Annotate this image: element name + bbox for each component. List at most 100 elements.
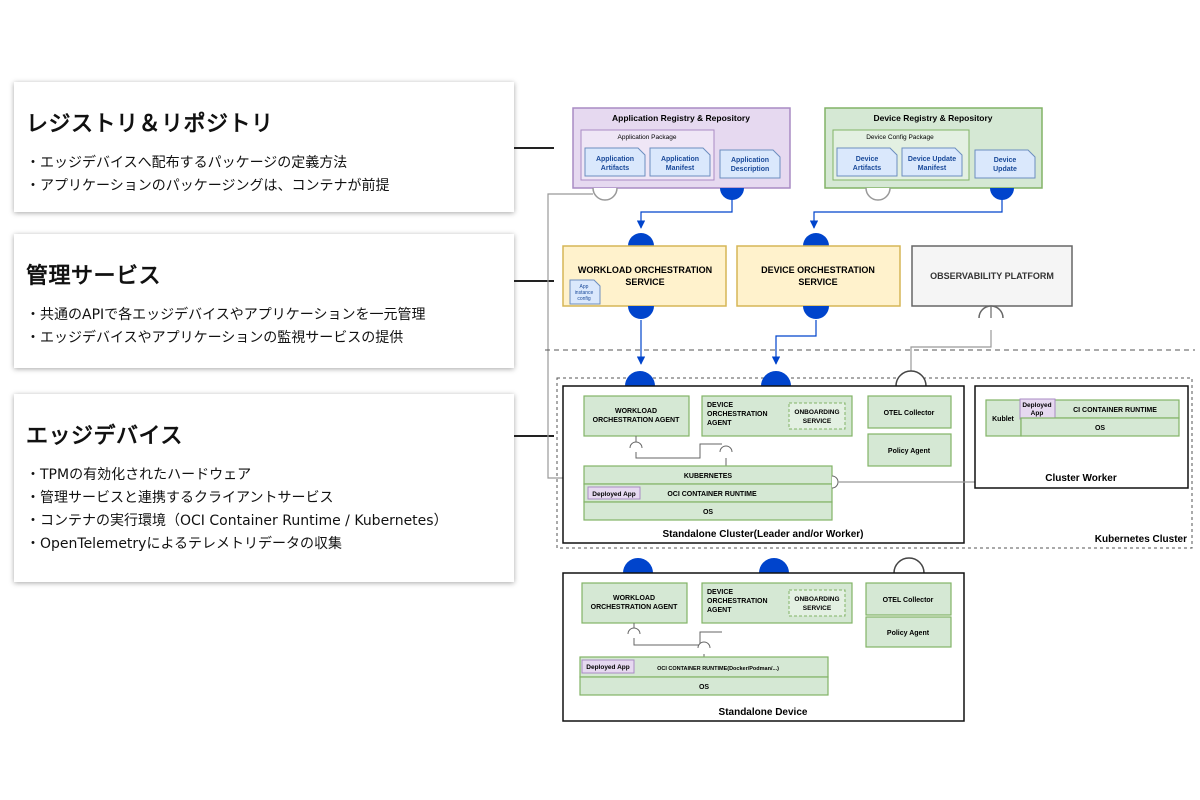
panel-edge-device: エッジデバイス TPMの有効化されたハードウェア 管理サービスと連携するクライア… [14, 394, 514, 582]
app-package-label: Application Package [618, 134, 677, 141]
device-artifacts-doc [836, 147, 898, 177]
kublet-label: Kublet [992, 416, 1014, 423]
doc-label: Manifest [918, 165, 947, 172]
doc-label: Application [661, 156, 699, 163]
doc-label: Description [731, 166, 770, 173]
workload-orchestration-agent [581, 582, 688, 624]
doc-label: App [580, 284, 589, 290]
port-provided [628, 306, 654, 319]
agent-label: WORKLOAD [613, 595, 655, 602]
deployed-app-label: Deployed App [586, 664, 629, 671]
device-package-label: Device Config Package [866, 134, 934, 141]
link [635, 443, 722, 459]
agent-label: DEVICE [707, 402, 733, 409]
port-required [697, 641, 711, 649]
panel-title: エッジデバイス [26, 424, 183, 449]
port-provided [761, 371, 791, 386]
port-required [895, 370, 927, 387]
workload-orchestration-agent [583, 395, 690, 437]
deployed-app-label: Deployed [1022, 402, 1051, 409]
agent-label: DEVICE [707, 589, 733, 596]
agent-label: ORCHESTRATION AGENT [593, 417, 680, 424]
panel-item: OpenTelemetryによるテレメトリデータの収集 [26, 533, 514, 556]
doc-label: Artifacts [853, 165, 882, 172]
deployed-app-label: Deployed App [592, 491, 635, 498]
device-manifest-doc [901, 147, 963, 177]
os-layer [579, 676, 829, 696]
doc-label: Device [856, 156, 879, 163]
service-label: OBSERVABILITY PLATFORM [930, 271, 1054, 281]
port-required [893, 557, 925, 574]
app-manifest-doc [649, 147, 711, 177]
agent-label: ORCHESTRATION AGENT [591, 604, 678, 611]
device-registry-title: Device Registry & Repository [873, 113, 992, 123]
service-label: DEVICE ORCHESTRATION [761, 265, 875, 275]
panel-item: アプリケーションのパッケージングは、コンテナが前提 [26, 175, 514, 198]
port-provided [803, 306, 829, 319]
os-label: OS [699, 684, 709, 691]
port-required [592, 187, 618, 201]
link-otel-to-observability [910, 330, 992, 376]
deployed-app [587, 486, 641, 500]
doc-label: Artifacts [601, 165, 630, 172]
policy-label: Policy Agent [888, 448, 931, 455]
os-label: OS [703, 509, 713, 516]
panel-item: 管理サービスと連携するクライアントサービス [26, 487, 514, 510]
port-provided [990, 188, 1014, 200]
device-orchestration-service [736, 245, 901, 307]
connector-line [514, 147, 554, 149]
os-label: OS [1095, 425, 1105, 432]
port-provided [625, 371, 655, 386]
runtime-label: OCI CONTAINER RUNTIME(Docker/Podman/...) [657, 666, 779, 672]
app-artifacts-doc [584, 147, 646, 177]
otel-collector [867, 395, 952, 429]
port-provided [623, 558, 653, 573]
doc-label: config [577, 296, 591, 302]
runtime-label: OCI CONTAINER RUNTIME [667, 491, 757, 498]
app-description-doc [719, 149, 781, 179]
onboarding-label: SERVICE [803, 418, 832, 425]
connector-line [514, 280, 554, 282]
port-provided [628, 233, 654, 246]
doc-label: Application [596, 156, 634, 163]
os-layer [583, 501, 833, 521]
runtime-label: CI CONTAINER RUNTIME [1073, 407, 1157, 414]
port-required [719, 445, 733, 453]
doc-label: Device [994, 157, 1017, 164]
app-instance-config-doc [569, 279, 601, 305]
panel-item: TPMの有効化されたハードウェア [26, 464, 514, 487]
standalone-device-label: Standalone Device [719, 707, 808, 718]
link-device-to-service [809, 198, 1003, 229]
agent-label: AGENT [707, 607, 732, 614]
service-label: SERVICE [798, 277, 837, 287]
port-required [865, 187, 891, 201]
connector-line [514, 435, 554, 437]
standalone-cluster-label: Standalone Cluster(Leader and/or Worker) [663, 529, 864, 540]
port-provided [720, 188, 744, 200]
worker-os-layer [1020, 417, 1180, 437]
doc-label: Device Update [908, 156, 956, 163]
port-provided [803, 233, 829, 246]
kublet [985, 399, 1022, 437]
port-provided [759, 558, 789, 573]
onboarding-service [788, 589, 846, 617]
device-update-doc [974, 149, 1036, 179]
doc-label: Manifest [666, 165, 695, 172]
link-device-to-agent [771, 320, 817, 365]
policy-agent [867, 433, 952, 467]
onboarding-label: SERVICE [803, 605, 832, 612]
kubernetes-label: KUBERNETES [684, 473, 733, 480]
agent-label: AGENT [707, 420, 732, 427]
otel-label: OTEL Collector [883, 597, 934, 604]
kubernetes-cluster-label: Kubernetes Cluster [1095, 534, 1187, 545]
link-app-to-workload [636, 198, 733, 229]
observability-platform [911, 245, 1073, 307]
service-label: SERVICE [625, 277, 664, 287]
otel-collector [865, 582, 952, 616]
otel-label: OTEL Collector [884, 410, 935, 417]
doc-label: Update [993, 166, 1017, 173]
doc-label: instance [575, 290, 594, 296]
panel-item: エッジデバイスやアプリケーションの監視サービスの提供 [26, 327, 514, 350]
deployed-app [581, 659, 635, 674]
onboarding-service [788, 402, 846, 430]
